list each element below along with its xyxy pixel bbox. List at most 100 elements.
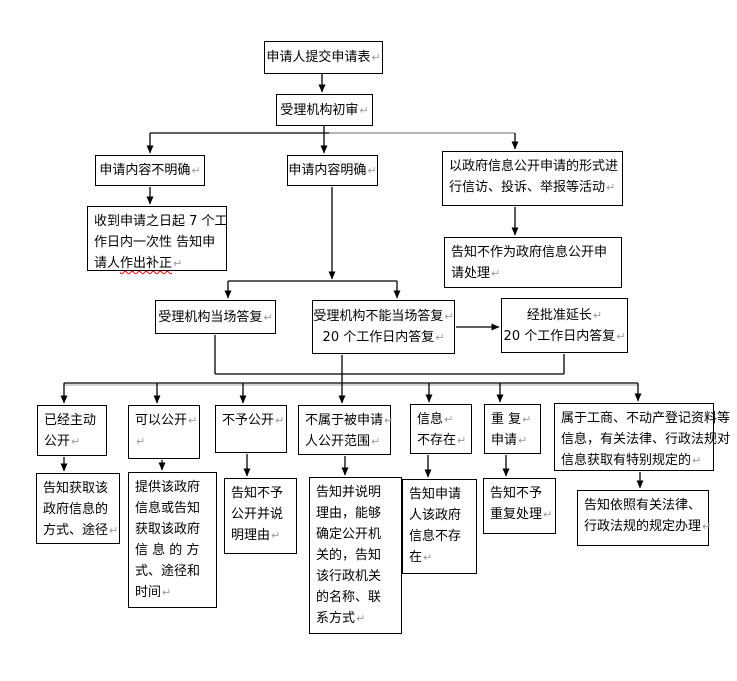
paragraph-return-mark: ↵ [444,413,454,426]
text-line: 式、途径和 [135,564,201,579]
text-line: 申请人提交申请表↵ [266,50,381,65]
box-special-regulated-records: 属于工商、不动产登记资料等信息，有关法律、行政法规对信息获取有特别规定的↵ [554,403,731,471]
text-line: 告知申请 [409,487,462,502]
box-notify-no-repeat-handling: 告知不予重复处理↵ [483,478,556,534]
text-line: 受理机构不能当场答复↵ [313,309,454,324]
text-line: 信息或告知 [135,501,201,516]
text-line: 在↵ [409,550,433,565]
box-notify-info-not-exist: 告知申请人该政府信息不存在↵ [402,479,477,574]
text-line: 作日内一次性 告知申 [94,235,216,250]
box-notify-refusal-with-reasons: 告知不予公开并说明理由↵ [224,478,297,554]
paragraph-return-mark: ↵ [71,435,81,448]
text-line: 告知并说明 [316,485,382,500]
box-outside-disclosure-scope: 不属于被申请↵ 人公开范围↵ [298,405,394,455]
paragraph-return-mark: ↵ [162,586,172,599]
box-notify-responsible-authority: 告知并说明理由，能够确定公开机关的，告知该行政机关的名称、联系方式↵ [309,477,402,634]
box-approved-extension-20-days: 经批准延长↵ 20 个工作日内答复↵ [501,298,628,353]
text-line: 信息，有关法律、行政法规对 [561,432,731,447]
text-line: 以政府信息公开申请的形式进 [449,159,619,174]
box-already-proactively-disclosed: 已经主动公开↵ [37,405,107,456]
paragraph-return-mark: ↵ [263,310,273,324]
box-repeated-application: 重 复↵ 申请↵ [484,404,541,454]
box-may-be-disclosed: 可以公开↵ ↵ [128,405,200,459]
paragraph-return-mark: ↵ [356,612,366,625]
text-line: 已经主动 [44,413,97,428]
paragraph-return-mark: ↵ [371,435,381,448]
text-line: 公开并说 [231,507,284,522]
text-line: 的名称、联 [316,590,382,605]
text-line: 时间↵ [135,585,172,600]
text-line: 收到申请之日起 7 个工 [94,214,228,229]
paragraph-return-mark: ↵ [384,414,394,427]
text-line: 20 个工作日内答复↵ [322,330,445,345]
text-line: 信 息 的 方 [135,543,200,558]
text-line: 方式、途径↵ [43,523,119,538]
text-line: 不存在↵ [417,433,467,448]
box-content-unclear: 申请内容不明确↵ [95,155,205,186]
box-provide-info-or-notify-method: 提供该政府信息或告知获取该政府信 息 的 方式、途径和时间↵ [128,472,217,608]
paragraph-return-mark: ↵ [371,51,381,64]
box-reply-on-spot: 受理机构当场答复↵ [155,300,276,334]
text-line: 不予公开↵ [222,413,285,428]
text-line: 信息↵ [417,412,454,427]
paragraph-return-mark: ↵ [444,310,454,323]
text-line: ↵ [135,431,193,452]
text-line: 公开↵ [44,434,81,449]
box-petition-complaint-form: 以政府信息公开申请的形式进行信访、投诉、举报等活动↵ [442,151,623,206]
paragraph-return-mark: ↵ [173,257,183,270]
text-line: 申请内容明确↵ [288,163,377,178]
box-applicant-submit-form: 申请人提交申请表↵ [264,41,383,74]
text-line: 受理机构初审↵ [280,102,369,118]
paragraph-return-mark: ↵ [109,524,119,537]
paragraph-return-mark: ↵ [616,329,626,343]
text-line: 申请↵ [491,433,528,448]
paragraph-return-mark: ↵ [702,520,712,533]
paragraph-return-mark: ↵ [457,434,467,447]
text-line: 受理机构当场答复↵ [158,309,273,325]
paragraph-return-mark: ↵ [518,434,528,447]
box-handle-per-laws-regulations: 告知依照有关法律、行政法规的规定办理↵ [577,490,712,546]
box-not-to-be-disclosed: 不予公开↵ [215,405,287,453]
spellcheck-underlined-text: 作出补正 [120,256,173,271]
paragraph-return-mark: ↵ [191,164,201,177]
text-line: 20 个工作日内答复↵ [503,328,626,344]
text-line: 重复处理↵ [490,507,553,522]
paragraph-return-mark: ↵ [491,267,501,280]
paragraph-return-mark: ↵ [359,103,369,117]
text-line: 信息不存 [409,529,462,544]
text-line: 行政法规的规定办理↵ [584,519,712,534]
box-reply-within-20-days: 受理机构不能当场答复↵ 20 个工作日内答复↵ [312,300,455,354]
box-information-not-exist: 信息↵ 不存在↵ [410,404,472,454]
text-line: 理由，能够 [316,506,382,521]
text-line: 人该政府 [409,508,462,523]
paragraph-return-mark: ↵ [543,508,553,521]
text-line: 人公开范围↵ [305,434,381,449]
paragraph-return-mark: ↵ [423,551,433,564]
text-line: 明理由↵ [231,528,281,543]
paragraph-return-mark: ↵ [606,181,616,194]
text-line: 重 复↵ [491,412,532,427]
text-line: 申请内容不明确↵ [99,163,201,178]
box-notify-supplement-7days: 收到申请之日起 7 个工作日内一次性 告知申请人作出补正↵ [87,206,228,271]
text-line: 请人作出补正↵ [94,256,183,271]
text-line: 告知不予 [231,486,284,501]
text-line: 确定公开机 [316,527,382,542]
text-line: 请处理↵ [451,266,501,281]
box-agency-initial-review: 受理机构初审↵ [276,94,373,126]
text-line: 信息获取有特别规定的↵ [561,453,702,468]
paragraph-return-mark: ↵ [435,331,445,344]
box-notify-access-method: 告知获取该政府信息的方式、途径↵ [36,473,120,544]
paragraph-return-mark: ↵ [522,413,532,426]
text-line: 告知不作为政府信息公开申 [451,245,608,260]
text-line: 经批准延长↵ [526,307,603,323]
text-line: 属于工商、不动产登记资料等 [561,411,731,426]
text-line: 政府信息的 [43,502,109,517]
text-line: 提供该政府 [135,480,201,495]
box-content-clear: 申请内容明确↵ [287,155,378,186]
text-line: 可以公开↵ [135,413,198,428]
text-line: 不属于被申请↵ [305,413,394,428]
text-line: 该行政机关 [316,569,382,584]
paragraph-return-mark: ↵ [592,308,603,322]
